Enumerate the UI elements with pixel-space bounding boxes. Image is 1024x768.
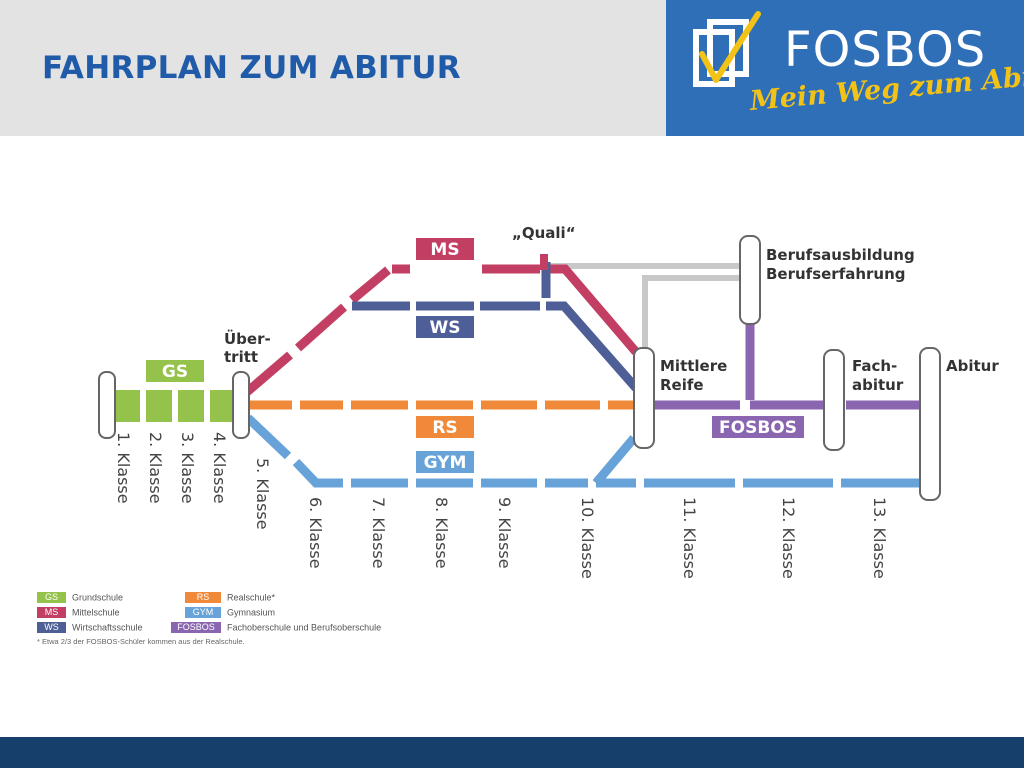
gs-block xyxy=(114,390,140,422)
grade-labels: 1. Klasse 2. Klasse 3. Klasse 4. Klasse … xyxy=(114,432,889,579)
grade-label: 13. Klasse xyxy=(870,497,889,579)
label-abitur: Abitur xyxy=(946,357,999,375)
gs-block xyxy=(210,390,236,422)
line-badges: GS MS WS RS GYM FOSBOS xyxy=(146,238,804,473)
quali-marker xyxy=(540,254,548,270)
grade-label: 9. Klasse xyxy=(495,497,514,569)
label-berufsausbildung-2: Berufserfahrung xyxy=(766,265,906,283)
label-fachabitur-1: Fach- xyxy=(852,357,897,375)
label-gym: GYM xyxy=(424,453,467,473)
station-berufsausbildung xyxy=(739,235,761,325)
gray-route-lines xyxy=(548,263,745,350)
school-route-diagram: GS MS WS RS GYM FOSBOS Über- tritt „Qual… xyxy=(98,224,999,579)
grade-label: 3. Klasse xyxy=(178,432,197,504)
gym-segment xyxy=(292,458,343,488)
ms-segment xyxy=(244,351,293,396)
gs-block xyxy=(178,390,204,422)
grade-label: 1. Klasse xyxy=(114,432,133,504)
gs-route xyxy=(114,390,236,422)
logo-text: FOSBOS xyxy=(784,22,987,78)
grade-label: 11. Klasse xyxy=(680,497,699,579)
footer-bar xyxy=(0,737,1024,768)
stations xyxy=(98,235,941,501)
legend-item-rs: RS Realschule* xyxy=(185,592,275,604)
grade-label: 2. Klasse xyxy=(146,432,165,504)
gym-segment xyxy=(244,414,292,460)
legend-badge: WS xyxy=(37,622,66,634)
legend-label: Mittelschule xyxy=(72,607,120,618)
fosbos-route xyxy=(654,322,922,410)
gym-route xyxy=(244,414,922,488)
checkmark-boxes-icon xyxy=(693,11,761,87)
page-title: FAHRPLAN ZUM ABITUR xyxy=(42,50,461,86)
grade-label: 10. Klasse xyxy=(578,497,597,579)
label-fosbos: FOSBOS xyxy=(719,418,797,438)
header-bar xyxy=(0,0,666,136)
label-rs: RS xyxy=(432,418,457,438)
legend-label: Wirtschaftsschule xyxy=(72,622,143,633)
grade-label: 7. Klasse xyxy=(369,497,388,569)
grade-label: 8. Klasse xyxy=(432,497,451,569)
legend-label: Grundschule xyxy=(72,592,124,603)
label-gs: GS xyxy=(162,362,188,382)
label-quali: „Quali“ xyxy=(512,224,576,242)
grade-label: 4. Klasse xyxy=(210,432,229,504)
legend-badge: FOSBOS xyxy=(171,622,221,634)
gs-block xyxy=(146,390,172,422)
legend-item-ms: MS Mittelschule xyxy=(37,607,120,619)
legend-badge: GS xyxy=(37,592,66,604)
station-start xyxy=(98,371,116,439)
ms-segment xyxy=(295,303,347,352)
station-labels: Über- tritt „Quali“ Berufsausbildung Ber… xyxy=(224,224,999,394)
label-ws: WS xyxy=(430,318,461,338)
ws-route xyxy=(352,262,640,391)
legend-badge: GYM xyxy=(185,607,221,619)
grade-label: 12. Klasse xyxy=(779,497,798,579)
grade-label: 6. Klasse xyxy=(306,497,325,569)
legend-label: Realschule* xyxy=(227,592,276,603)
gym-segment xyxy=(592,435,638,486)
station-mittlere-reife xyxy=(633,347,655,449)
label-uebertritt-2: tritt xyxy=(224,348,258,366)
label-uebertritt-1: Über- xyxy=(224,329,271,348)
station-fachabitur xyxy=(823,349,845,451)
legend-badge: MS xyxy=(37,607,66,619)
ms-route xyxy=(244,264,640,396)
ms-segment xyxy=(548,264,640,355)
ws-segment xyxy=(546,301,640,391)
label-fachabitur-2: abitur xyxy=(852,376,904,394)
label-mittlere-reife-2: Reife xyxy=(660,376,704,394)
legend-item-fosbos: FOSBOS Fachoberschule und Berufsoberschul… xyxy=(171,622,381,634)
legend-item-ws: WS Wirtschaftsschule xyxy=(37,622,143,634)
grade-label: 5. Klasse xyxy=(253,458,272,530)
legend-label: Fachoberschule und Berufsoberschule xyxy=(227,622,382,633)
label-berufsausbildung-1: Berufsausbildung xyxy=(766,246,915,264)
label-ms: MS xyxy=(430,240,459,260)
label-mittlere-reife-1: Mittlere xyxy=(660,357,727,375)
logo-panel: FOSBOS Mein Weg zum Abitur! xyxy=(666,0,1024,136)
legend-item-gym: GYM Gymnasium xyxy=(185,607,275,619)
legend-footnote: * Etwa 2/3 der FOSBOS-Schüler kommen aus… xyxy=(37,637,245,646)
station-uebertritt xyxy=(232,371,250,439)
ms-segment xyxy=(349,266,391,304)
legend-label: Gymnasium xyxy=(227,607,276,618)
legend-item-gs: GS Grundschule xyxy=(37,592,123,604)
station-abitur xyxy=(919,347,941,501)
legend-badge: RS xyxy=(185,592,221,604)
